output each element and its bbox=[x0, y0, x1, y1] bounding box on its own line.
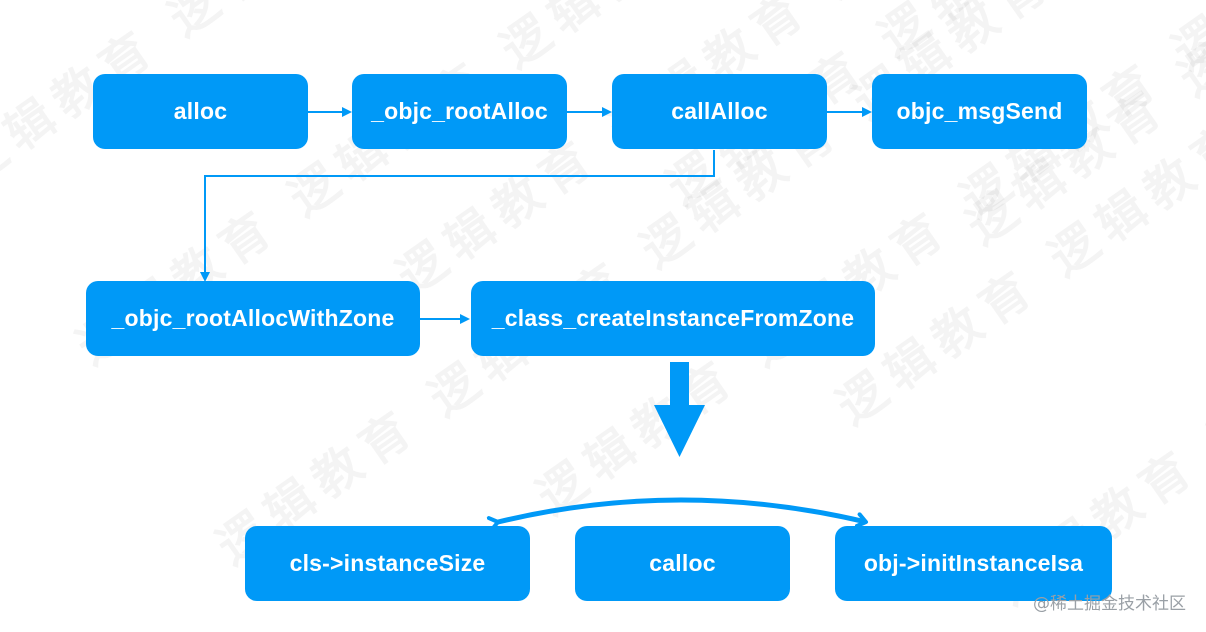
node-objc-rootalloc[interactable]: _objc_rootAlloc bbox=[352, 74, 567, 149]
node-obj-initinstanceisa[interactable]: obj->initInstanceIsa bbox=[835, 526, 1112, 601]
node-objc-msgsend[interactable]: objc_msgSend bbox=[872, 74, 1087, 149]
node-objc-rootallocwithzone[interactable]: _objc_rootAllocWithZone bbox=[86, 281, 420, 356]
big-down-arrow bbox=[654, 362, 705, 457]
node-cls-instancesize[interactable]: cls->instanceSize bbox=[245, 526, 530, 601]
node-class-createinstancefromzone[interactable]: _class_createInstanceFromZone bbox=[471, 281, 875, 356]
curved-double-arrow bbox=[486, 497, 868, 532]
credit-text: @稀土掘金技术社区 bbox=[1033, 594, 1186, 614]
edge-callalloc-to-rootallocwithzone bbox=[200, 150, 715, 282]
node-alloc[interactable]: alloc bbox=[93, 74, 308, 149]
node-callalloc[interactable]: callAlloc bbox=[612, 74, 827, 149]
node-calloc[interactable]: calloc bbox=[575, 526, 790, 601]
